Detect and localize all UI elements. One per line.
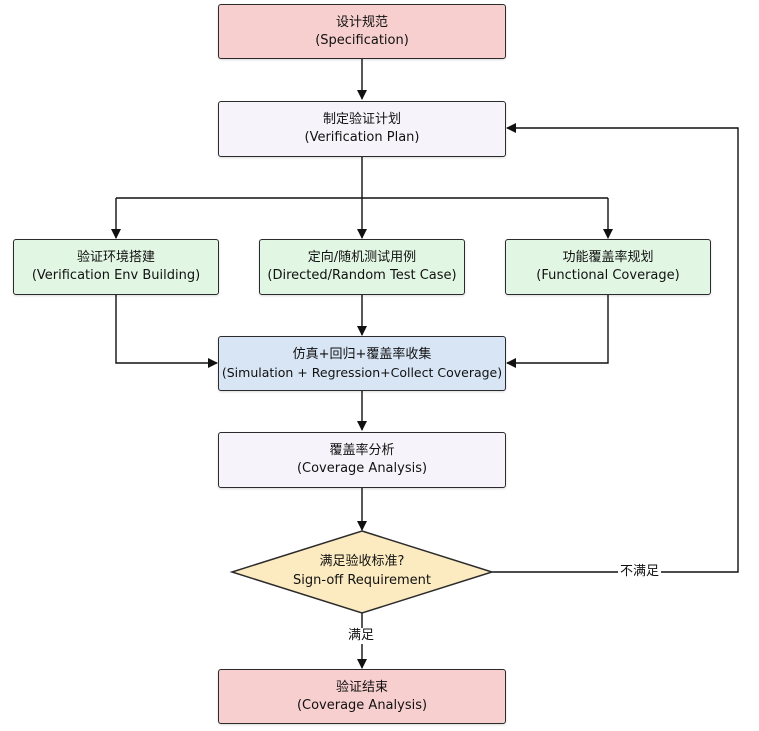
- plan-subtitle: (Verification Plan): [304, 130, 420, 145]
- analysis-node: 覆盖率分析 (Coverage Analysis): [218, 432, 506, 488]
- testcase-title: 定向/随机测试用例: [307, 250, 417, 265]
- analysis-title: 覆盖率分析: [329, 443, 395, 458]
- funccov-node: 功能覆盖率规划 (Functional Coverage): [505, 239, 711, 295]
- decision-subtitle: Sign-off Requirement: [293, 573, 431, 588]
- decision-diamond: [229, 530, 495, 614]
- env-subtitle: (Verification Env Building): [31, 268, 201, 283]
- funccov-subtitle: (Functional Coverage): [536, 268, 680, 283]
- not-met-label: 不满足: [618, 564, 662, 580]
- edge-env-to-sim: [115, 295, 218, 368]
- spec-node: 设计规范 (Specification): [218, 4, 506, 59]
- done-title: 验证结束: [335, 679, 388, 695]
- plan-node: 制定验证计划 (Verification Plan): [218, 101, 506, 157]
- funccov-title: 功能覆盖率规划: [562, 250, 654, 265]
- sim-subtitle: (Simulation + Regression+Collect Coverag…: [221, 364, 503, 380]
- testcase-subtitle: (Directed/Random Test Case): [267, 268, 457, 283]
- env-title: 验证环境搭建: [76, 250, 155, 265]
- plan-title: 制定验证计划: [322, 112, 401, 127]
- spec-title: 设计规范: [335, 14, 388, 30]
- edge-decision-not-met: [492, 123, 739, 573]
- sim-title: 仿真+回归+覆盖率收集: [292, 346, 432, 362]
- analysis-subtitle: (Coverage Analysis): [296, 461, 428, 476]
- spec-subtitle: (Specification): [315, 32, 409, 48]
- env-node: 验证环境搭建 (Verification Env Building): [13, 239, 219, 295]
- edge-funccov-to-sim: [506, 295, 609, 368]
- testcase-node: 定向/随机测试用例 (Directed/Random Test Case): [259, 239, 465, 295]
- sim-node: 仿真+回归+覆盖率收集 (Simulation + Regression+Col…: [218, 336, 506, 391]
- done-subtitle: (Coverage Analysis): [296, 697, 428, 713]
- done-node: 验证结束 (Coverage Analysis): [218, 669, 506, 724]
- decision-title: 满足验收标准?: [319, 554, 405, 569]
- decision-label: 满足验收标准? Sign-off Requirement: [232, 546, 492, 596]
- met-label: 满足: [346, 628, 377, 644]
